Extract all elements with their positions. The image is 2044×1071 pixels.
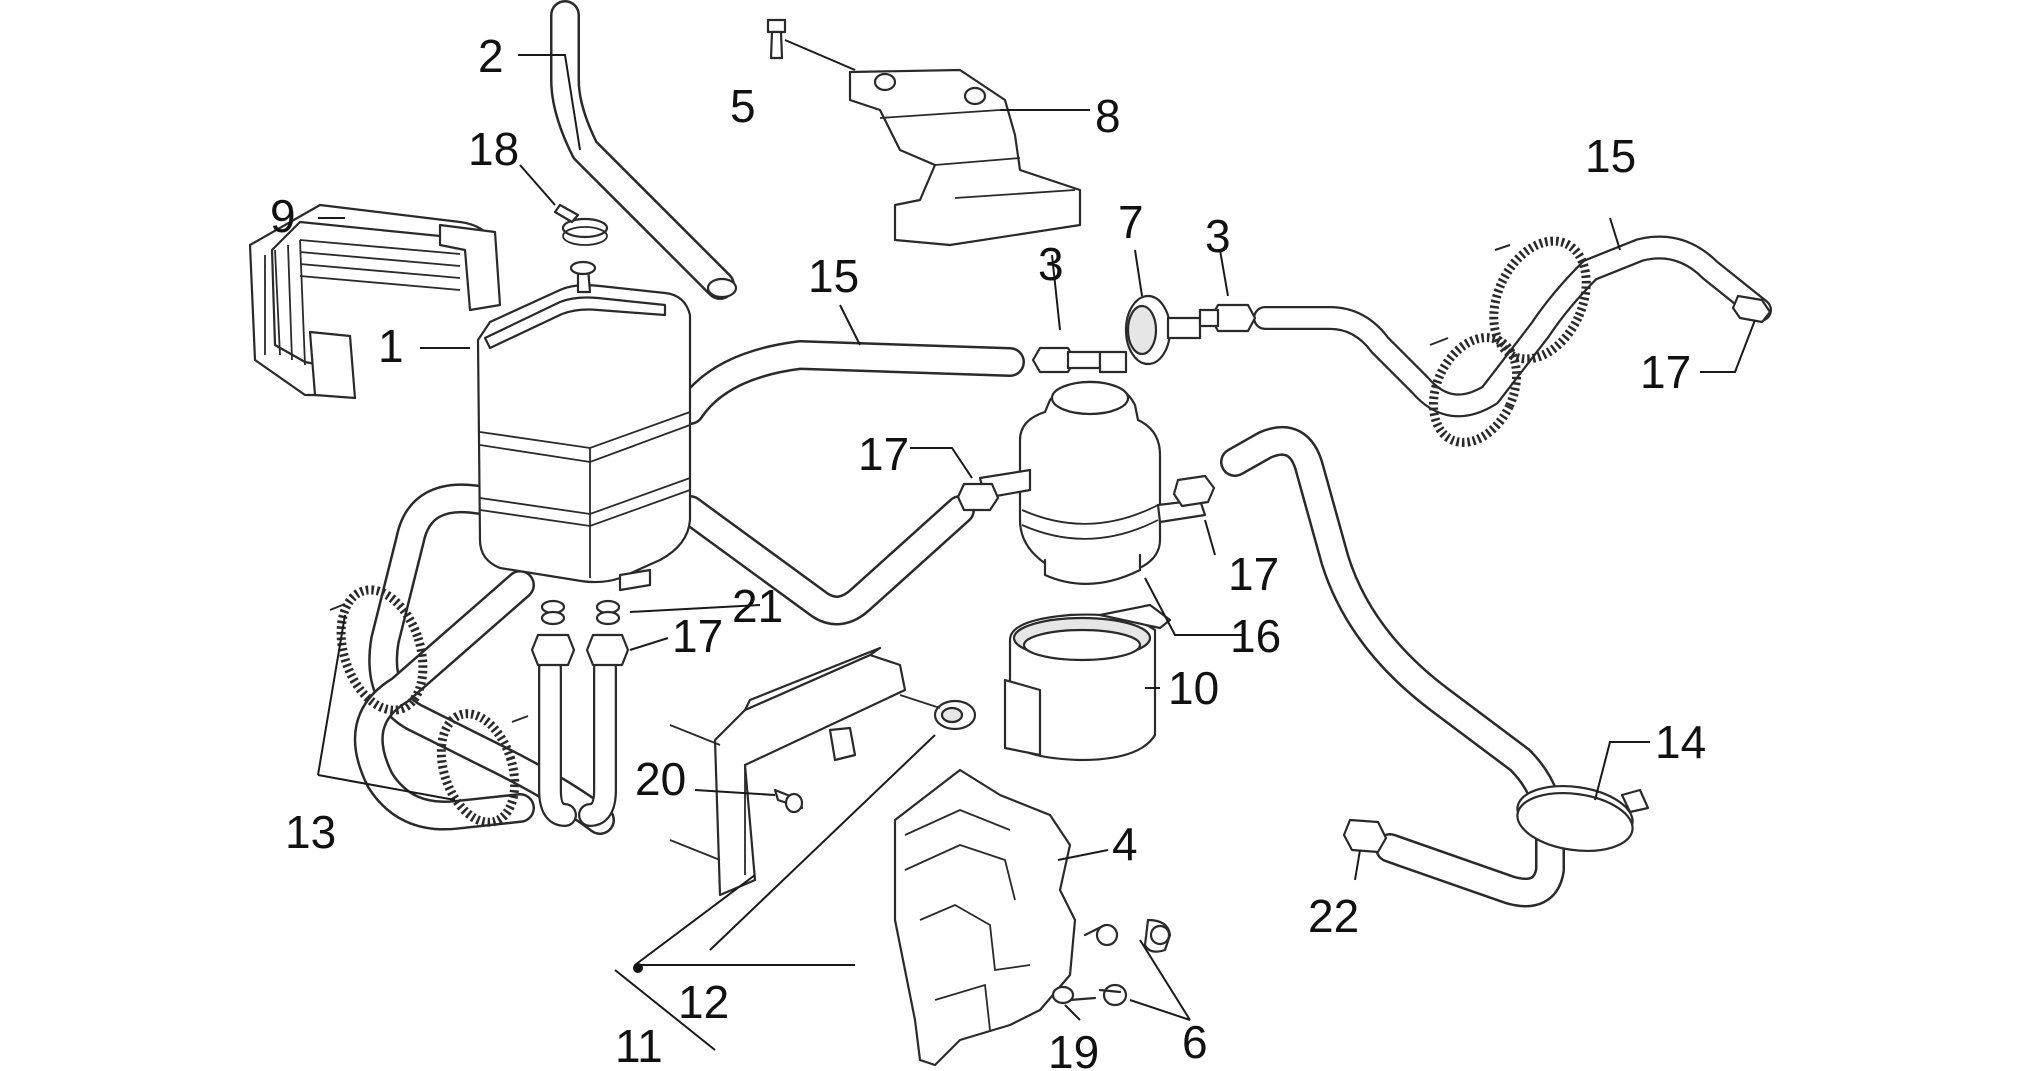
callout-19: 19 [1048,1026,1099,1071]
strap-9 [248,203,502,400]
callout-17-valve-right: 17 [1228,548,1279,600]
callout-13: 13 [285,806,336,858]
holder-10 [1003,603,1172,762]
clamp-17-right-top [1731,294,1772,324]
fitting-3-left [1031,346,1102,374]
callout-22: 22 [1308,890,1359,942]
callout-12: 12 [678,976,729,1028]
screw-20 [773,788,804,814]
valve-16 [978,380,1207,585]
screw-5 [766,18,787,60]
callout-15-right: 15 [1585,130,1636,182]
band-clamps-right [1428,236,1591,447]
spacer-12 [899,694,977,731]
canister-1 [476,260,692,592]
bracket-8 [848,68,1082,247]
callout-3-right: 3 [1205,210,1231,262]
plate-11 [669,646,907,897]
callout-15-left: 15 [808,250,859,302]
fitting-3-right [1198,303,1257,333]
callout-8: 8 [1095,90,1121,142]
callout-20: 20 [635,753,686,805]
callout-17-valve-left: 17 [858,428,909,480]
callout-21: 21 [732,580,783,632]
clamp-14-band [1516,785,1650,852]
clip-18 [553,203,609,246]
callout-16: 16 [1230,610,1281,662]
leader-lines [317,39,1756,1051]
callout-labels: 1 2 3 3 4 5 6 7 8 9 10 11 12 13 14 15 15… [270,30,1706,1071]
callout-18: 18 [468,123,519,175]
callout-3-left: 3 [1038,238,1064,290]
callout-17-right: 17 [1640,346,1691,398]
hose-2-end [706,277,738,299]
callout-1: 1 [378,320,404,372]
callout-5: 5 [730,80,756,132]
callout-14: 14 [1655,716,1706,768]
callout-7: 7 [1118,196,1144,248]
heat-shield-4 [893,768,1077,1067]
callout-10: 10 [1168,662,1219,714]
callout-17-canister: 17 [672,610,723,662]
washer-19 [1051,985,1075,1005]
callout-9: 9 [270,190,296,242]
reference-dot [633,963,643,973]
clamp-17-valve-right [1172,474,1216,508]
clamps-17-canister [530,633,630,667]
callout-11: 11 [615,1020,663,1071]
washers-21 [540,599,621,626]
nuts-6 [1068,918,1172,1007]
clamp-22 [1342,818,1388,854]
callout-2: 2 [478,30,504,82]
callout-4: 4 [1112,818,1138,870]
clamp-17-valve-left [956,482,1000,512]
callout-6: 6 [1182,1016,1208,1068]
filter-7 [1098,294,1202,374]
